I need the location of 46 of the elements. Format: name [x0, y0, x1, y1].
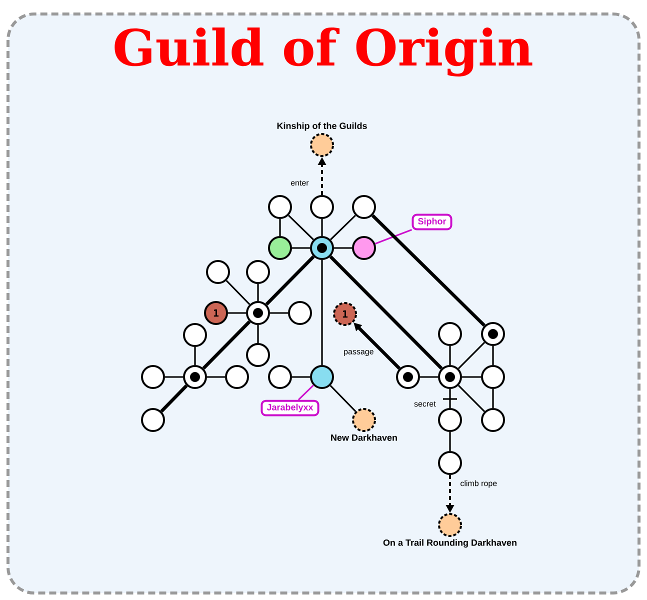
connector-line: [462, 376, 481, 378]
destination-circle: [310, 133, 334, 157]
connector-line: [160, 384, 188, 413]
connector-line: [194, 347, 196, 365]
connector-line: [288, 214, 314, 240]
connector-line: [228, 312, 246, 314]
connector-line: [202, 320, 251, 370]
connector-line: [270, 312, 288, 314]
connector-line: [207, 376, 225, 378]
place-label: On a Trail Rounding Darkhaven: [383, 539, 516, 548]
edge-label: enter: [290, 180, 309, 186]
connector-line: [265, 255, 315, 306]
place-label: New Darkhaven: [331, 434, 397, 441]
leader-line: [374, 229, 412, 244]
edge-label: climb rope: [460, 480, 497, 488]
title: Guild of Origin: [114, 27, 532, 77]
connector-line: [449, 389, 451, 408]
destination-circle: [352, 408, 376, 432]
connector-line: [449, 432, 451, 451]
place-label: Kinship of the Guilds: [277, 122, 367, 131]
connector-line: [449, 346, 451, 365]
connector-line: [420, 376, 438, 378]
connector-line: [458, 384, 486, 412]
connector-line: [492, 389, 494, 408]
connector-line: [371, 214, 486, 327]
connector-line: [292, 247, 310, 249]
connector-line: [330, 214, 356, 240]
edge-label: secret: [414, 401, 436, 407]
connector-line: [492, 346, 494, 365]
connector-line: [165, 376, 183, 378]
connector-line: [458, 342, 486, 370]
connector-line: [292, 376, 310, 378]
connector-line: [334, 247, 352, 249]
connector-line: [321, 219, 323, 236]
destination-circle: [438, 513, 462, 537]
name-tag: Siphor: [412, 214, 452, 230]
name-tag: Jarabelyxx: [260, 400, 320, 416]
connector-line: [330, 385, 356, 412]
connector-line: [321, 260, 323, 365]
edge-label: passage: [344, 350, 374, 356]
leader-line: [298, 384, 314, 400]
connector-line: [226, 280, 250, 305]
connector-line: [329, 255, 443, 370]
connector-line: [257, 284, 259, 301]
connector-line: [279, 219, 281, 236]
connector-line: [257, 325, 259, 343]
